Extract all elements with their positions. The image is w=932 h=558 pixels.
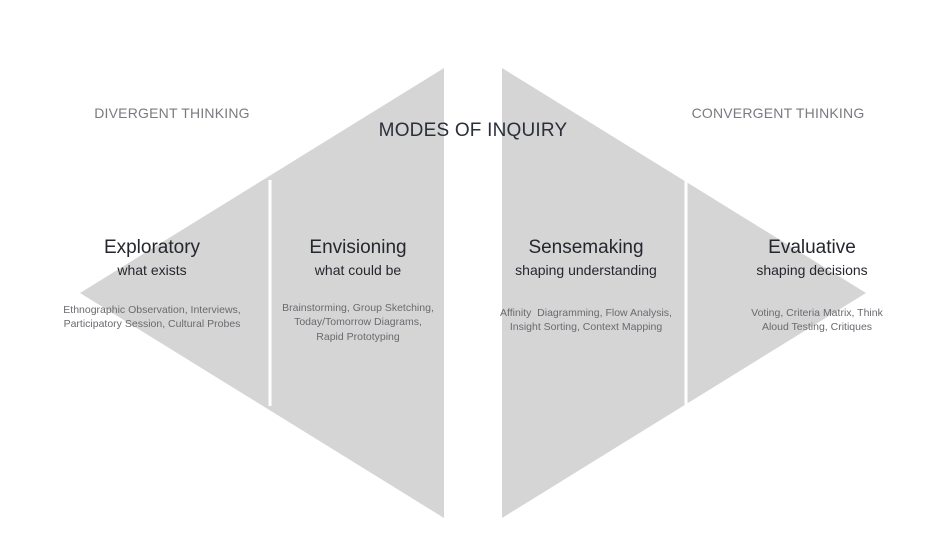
sensemaking-methods-line: Insight Sorting, Context Mapping	[509, 321, 663, 334]
evaluative-methods-line: Voting, Criteria Matrix, Think	[751, 307, 883, 319]
exploratory-title: Exploratory	[103, 237, 201, 258]
convergent-triangle	[502, 68, 866, 518]
exploratory-methods: Ethnographic Observation, Interviews, Pa…	[34, 303, 270, 332]
evaluative-methods: Voting, Criteria Matrix, Think Aloud Tes…	[717, 306, 917, 335]
sensemaking-methods-line: Affinity Diagramming, Flow Analysis,	[500, 307, 672, 319]
evaluative-title: Evaluative	[768, 237, 856, 258]
sensemaking-methods: Affinity Diagramming, Flow Analysis, Ins…	[466, 306, 706, 335]
envisioning-methods-line: Brainstorming, Group Sketching,	[282, 302, 434, 314]
divergent-triangle	[80, 68, 444, 518]
evaluative-methods-line: Aloud Testing, Critiques	[761, 321, 873, 334]
sensemaking-title: Sensemaking	[528, 237, 644, 258]
envisioning-title: Envisioning	[309, 237, 407, 258]
exploratory-methods-line: Participatory Session, Cultural Probes	[63, 318, 241, 331]
sensemaking-subtitle: shaping understanding	[515, 262, 657, 278]
evaluative-subtitle: shaping decisions	[756, 262, 868, 278]
convergent-thinking-label: CONVERGENT THINKING	[691, 105, 865, 121]
envisioning-methods-line: Today/Tomorrow Diagrams,	[294, 316, 422, 329]
envisioning-subtitle: what could be	[314, 262, 402, 278]
envisioning-methods-line: Rapid Prototyping	[316, 330, 400, 343]
exploratory-methods-line: Ethnographic Observation, Interviews,	[63, 304, 241, 316]
divergent-thinking-label: DIVERGENT THINKING	[94, 105, 250, 121]
diagram-title: MODES OF INQUIRY	[378, 120, 568, 141]
exploratory-subtitle: what exists	[117, 262, 187, 278]
envisioning-methods: Brainstorming, Group Sketching, Today/To…	[248, 301, 468, 344]
